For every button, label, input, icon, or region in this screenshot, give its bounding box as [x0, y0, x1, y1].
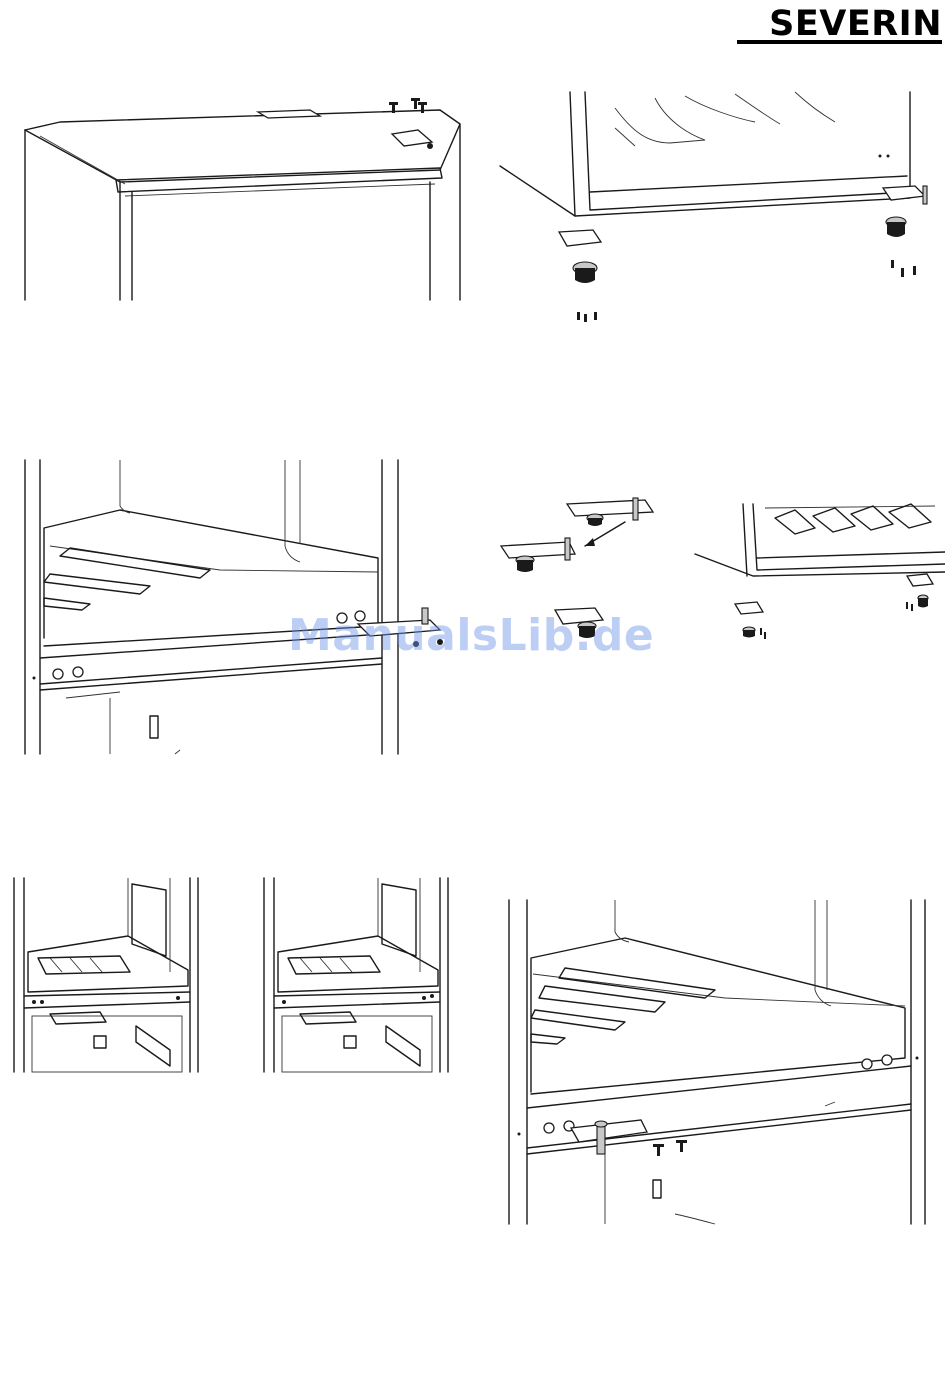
figure-cover-swap-right	[260, 876, 452, 1074]
fridge-top-hinge-diagram	[20, 92, 470, 302]
hinge-cover-diagram	[10, 876, 202, 1074]
fridge-bottom-feet-diagram	[495, 88, 945, 333]
figure-cover-swap-left	[10, 876, 202, 1074]
figure-bottom-feet-hinge	[495, 88, 945, 333]
hinge-cover-diagram	[260, 876, 452, 1074]
fridge-middle-hinge-install-diagram	[505, 898, 933, 1226]
figure-middle-hinge-install	[505, 898, 933, 1226]
figure-top-hinge-removal	[20, 92, 470, 302]
brand-underline	[737, 40, 942, 44]
watermark: ManualsLib.de	[288, 606, 668, 666]
